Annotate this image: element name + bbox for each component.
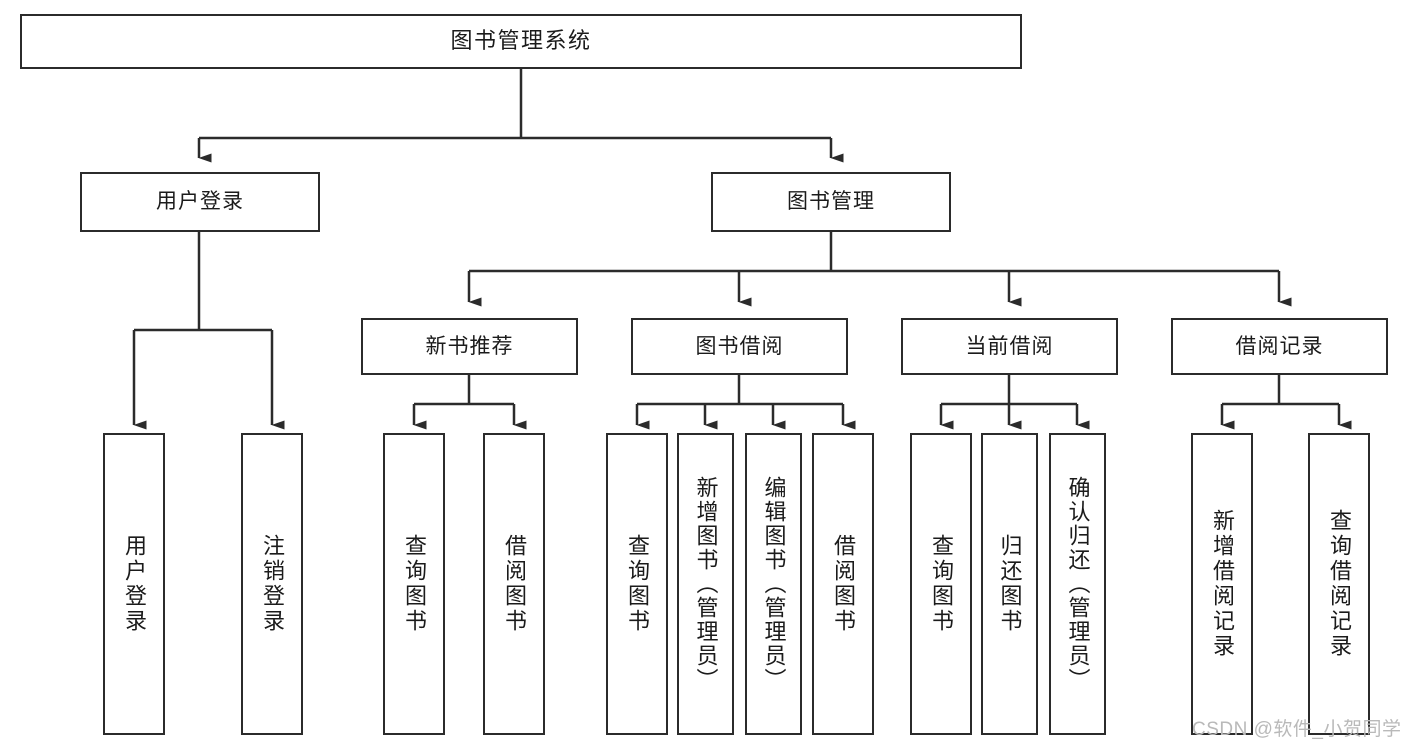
node-root-system[interactable]: 图书管理系统 (20, 14, 1022, 69)
leaf-edit-book-admin[interactable]: 编辑图书（管理员） (745, 433, 802, 735)
leaf-borrow-book-recommend[interactable]: 借阅图书 (483, 433, 545, 735)
leaf-query-book-borrow[interactable]: 查询图书 (606, 433, 668, 735)
node-label: 借阅图书 (830, 534, 856, 634)
leaf-add-borrow-record[interactable]: 新增借阅记录 (1191, 433, 1253, 735)
node-current-borrow[interactable]: 当前借阅 (901, 318, 1118, 375)
node-new-book-recommend[interactable]: 新书推荐 (361, 318, 578, 375)
node-label: 当前借阅 (965, 334, 1054, 358)
node-label: 查询图书 (401, 534, 427, 634)
node-label: 查询图书 (928, 534, 954, 634)
leaf-query-book-current[interactable]: 查询图书 (910, 433, 972, 735)
node-label: 注销登录 (259, 534, 285, 634)
node-label: 图书借阅 (695, 334, 784, 358)
leaf-query-book-recommend[interactable]: 查询图书 (383, 433, 445, 735)
leaf-confirm-return-admin[interactable]: 确认归还（管理员） (1049, 433, 1106, 735)
node-label: 新增图书（管理员） (693, 476, 719, 692)
node-label: 查询图书 (624, 534, 650, 634)
leaf-return-book[interactable]: 归还图书 (981, 433, 1038, 735)
node-book-management[interactable]: 图书管理 (711, 172, 951, 232)
node-borrow-record[interactable]: 借阅记录 (1171, 318, 1388, 375)
node-label: 新增借阅记录 (1209, 509, 1235, 659)
node-label: 编辑图书（管理员） (761, 476, 787, 692)
node-label: 新书推荐 (425, 334, 514, 358)
csdn-watermark: CSDN @软件_小贺同学 (1192, 719, 1402, 740)
node-label: 用户登录 (121, 534, 147, 634)
node-label: 查询借阅记录 (1326, 509, 1352, 659)
node-user-login[interactable]: 用户登录 (80, 172, 320, 232)
node-label: 借阅图书 (501, 534, 527, 634)
node-label: 归还图书 (997, 534, 1023, 634)
node-label: 图书管理 (787, 190, 875, 214)
node-label: 确认归还（管理员） (1065, 476, 1091, 692)
leaf-add-book-admin[interactable]: 新增图书（管理员） (677, 433, 734, 735)
leaf-query-borrow-record[interactable]: 查询借阅记录 (1308, 433, 1370, 735)
leaf-user-login[interactable]: 用户登录 (103, 433, 165, 735)
node-label: 用户登录 (156, 190, 244, 214)
node-label: 图书管理系统 (450, 28, 592, 54)
leaf-borrow-book[interactable]: 借阅图书 (812, 433, 874, 735)
node-label: 借阅记录 (1235, 334, 1324, 358)
node-book-borrow[interactable]: 图书借阅 (631, 318, 848, 375)
leaf-logout[interactable]: 注销登录 (241, 433, 303, 735)
